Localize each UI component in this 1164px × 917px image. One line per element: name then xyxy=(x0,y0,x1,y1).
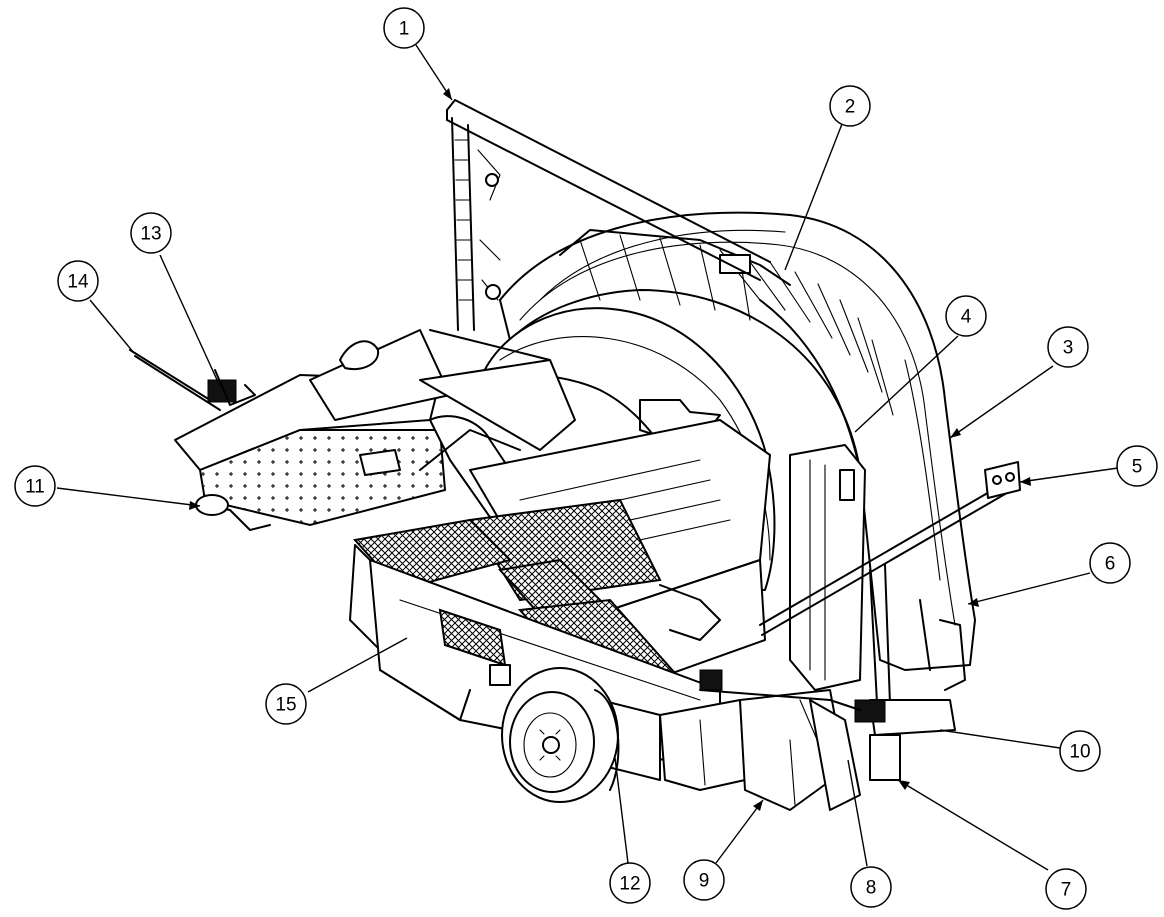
leader-2 xyxy=(784,123,843,271)
callout-13-label: 13 xyxy=(140,224,161,245)
callout-8-label: 8 xyxy=(866,878,877,899)
top-frame-arm xyxy=(446,99,771,331)
callout-7-label: 7 xyxy=(1061,880,1072,901)
callout-12: 12 xyxy=(609,862,651,904)
machine-illustration xyxy=(129,99,1021,811)
callout-labels: 1 2 3 4 5 6 7 8 xyxy=(14,7,1158,910)
leader-4 xyxy=(854,335,959,433)
callout-10: 10 xyxy=(1059,730,1101,772)
callout-12-label: 12 xyxy=(619,874,640,895)
callout-13: 13 xyxy=(130,212,172,254)
callout-7: 7 xyxy=(1045,868,1087,910)
leader-9 xyxy=(715,799,764,864)
callout-15: 15 xyxy=(265,683,307,725)
wheel xyxy=(501,667,620,803)
callout-4-label: 4 xyxy=(961,307,972,328)
callout-2-label: 2 xyxy=(845,97,856,118)
callout-9-label: 9 xyxy=(699,871,710,892)
leader-3 xyxy=(949,365,1054,439)
leader-8 xyxy=(847,759,868,867)
leader-11 xyxy=(56,487,201,507)
callout-3: 3 xyxy=(1047,326,1089,368)
callout-3-label: 3 xyxy=(1063,338,1074,359)
leader-12 xyxy=(614,757,629,864)
callout-11-label: 11 xyxy=(25,477,45,498)
callout-14: 14 xyxy=(57,260,99,302)
callout-6: 6 xyxy=(1089,542,1131,584)
callout-5: 5 xyxy=(1116,445,1158,487)
leader-7 xyxy=(897,779,1049,871)
leader-10 xyxy=(939,729,1061,749)
callout-14-label: 14 xyxy=(67,272,89,293)
leader-5 xyxy=(1019,467,1119,483)
callout-5-label: 5 xyxy=(1132,457,1143,478)
leader-1 xyxy=(415,44,453,101)
callout-15-label: 15 xyxy=(275,695,296,716)
right-tower-and-hitch xyxy=(699,444,1021,781)
leader-13 xyxy=(159,254,219,383)
callout-9: 9 xyxy=(683,859,725,901)
leader-6 xyxy=(967,572,1091,605)
callout-11: 11 xyxy=(14,465,56,507)
leader-15 xyxy=(307,637,408,693)
callout-1: 1 xyxy=(383,7,425,49)
leader-lines xyxy=(56,44,1119,871)
callout-4: 4 xyxy=(945,295,987,337)
callout-6-label: 6 xyxy=(1105,554,1116,575)
callout-10-label: 10 xyxy=(1069,742,1090,763)
callout-2: 2 xyxy=(829,85,871,127)
callout-8: 8 xyxy=(850,866,892,908)
chassis xyxy=(369,559,861,811)
leader-14 xyxy=(89,299,135,354)
callout-1-label: 1 xyxy=(399,19,410,40)
